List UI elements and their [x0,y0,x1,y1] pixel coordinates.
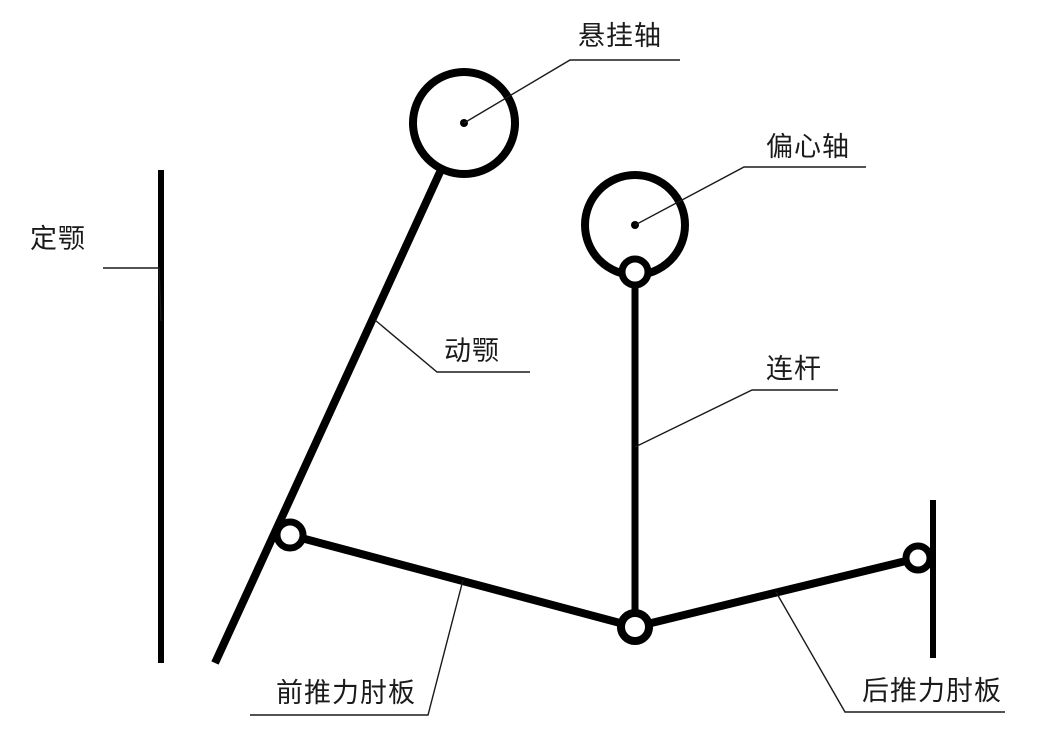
front-toggle-plate-leader [250,579,464,716]
rear-toggle-plate-leader [775,591,1005,713]
moving-jaw-leader [374,319,530,373]
leaders-layer [103,59,1005,716]
moving-jaw-member [211,170,444,665]
label-moving-jaw: 动颚 [444,336,500,367]
label-eccentric-shaft: 偏心轴 [766,132,850,163]
label-front-toggle-plate: 前推力肘板 [276,678,416,709]
eccentric-shaft-leader [634,166,866,226]
label-connecting-rod: 连杆 [766,354,822,385]
members-layer [158,170,936,665]
joints-layer [273,255,934,645]
label-suspension-shaft: 悬挂轴 [578,21,662,52]
suspension-shaft-leader [463,59,680,124]
eccentric-shaft-joint-ring [618,255,652,289]
rear-wall-joint-ring [902,542,934,574]
labels-layer: 定颚 悬挂轴 偏心轴 动颚 连杆 前推力肘板 后推力肘板 [30,21,1002,709]
connecting-rod-leader [634,389,838,448]
label-rear-toggle-plate: 后推力肘板 [862,676,1002,707]
center-joint-ring [617,609,653,645]
shafts-layer [409,68,689,279]
moving-jaw-joint-ring [273,518,307,552]
fixed-jaw-leader [103,267,162,322]
label-fixed-jaw: 定颚 [30,224,86,255]
